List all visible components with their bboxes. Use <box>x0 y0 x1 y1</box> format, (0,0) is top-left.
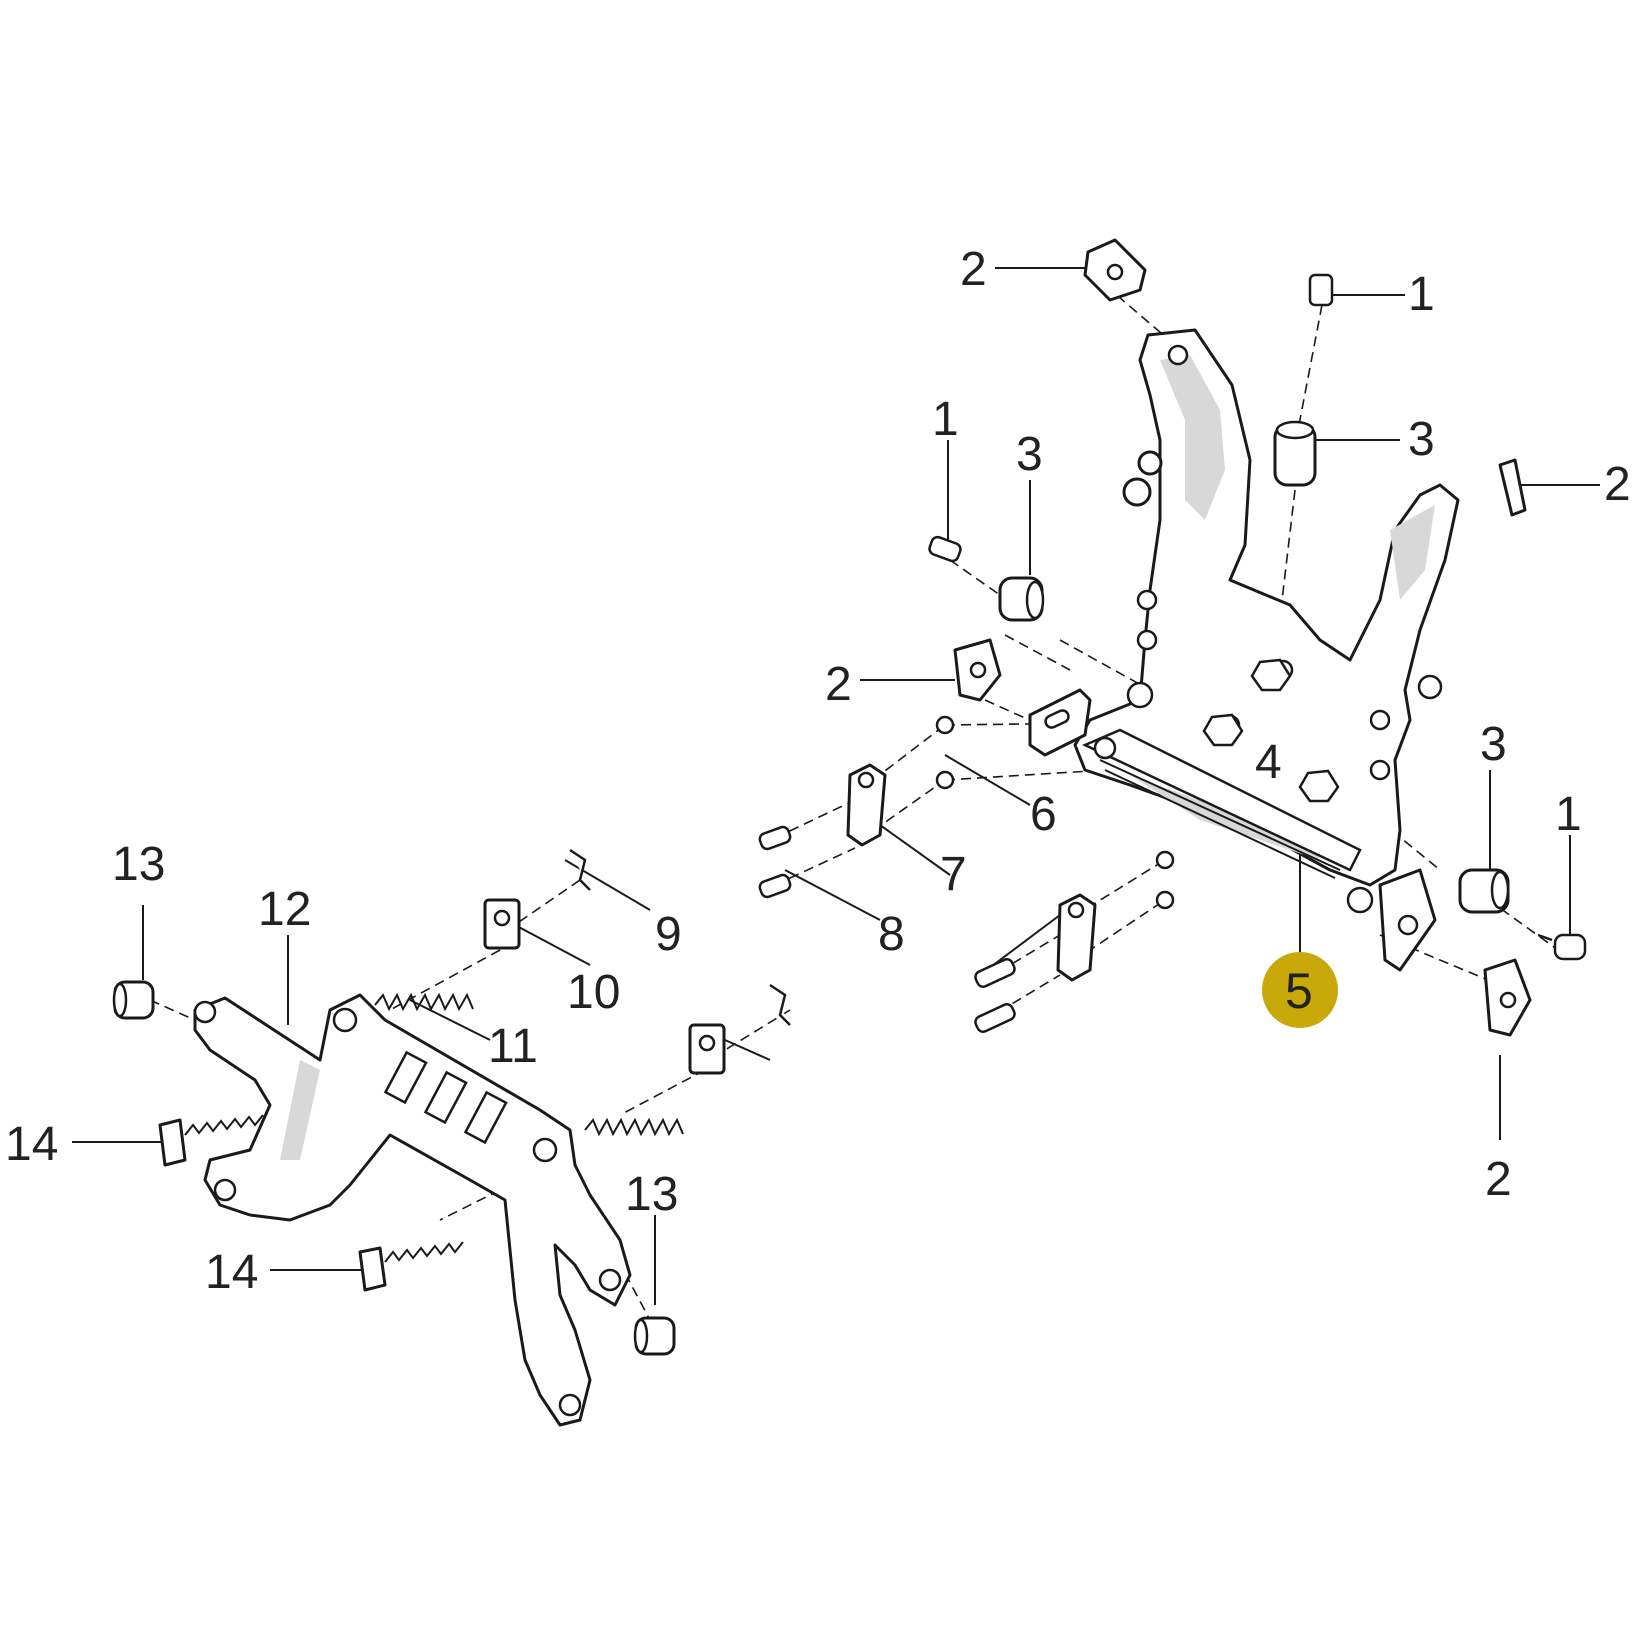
callout-10: 10 <box>567 966 620 1019</box>
clip-part-9 <box>569 848 791 1026</box>
callout-2-right: 2 <box>1604 458 1631 511</box>
callout-13-top: 13 <box>112 838 165 891</box>
main-frame-part <box>1028 328 1460 972</box>
callout-2-top: 2 <box>960 243 987 296</box>
highlight-marker <box>1262 952 1338 1028</box>
grommet-part-3 <box>998 420 1510 914</box>
lower-frame-part <box>193 993 632 1427</box>
callout-5: 5 <box>1285 963 1313 1019</box>
callout-2-mid: 2 <box>825 658 852 711</box>
callout-13-bottom: 13 <box>625 1168 678 1221</box>
nut-clip-part-10 <box>483 898 726 1075</box>
callout-1-top: 1 <box>1408 268 1435 321</box>
nut-part-4 <box>1202 658 1340 803</box>
callout-9: 9 <box>655 908 682 961</box>
callout-6: 6 <box>1030 788 1057 841</box>
bolt-part-1 <box>928 273 1587 961</box>
callout-8: 8 <box>878 908 905 961</box>
callout-4: 4 <box>1255 736 1282 789</box>
callout-3-top: 3 <box>1016 428 1043 481</box>
bracket-part-7 <box>846 763 1097 982</box>
callout-2-bottom: 2 <box>1485 1153 1512 1206</box>
callout-14-bottom: 14 <box>205 1246 258 1299</box>
callout-1-right: 1 <box>1555 788 1582 841</box>
clip-part-2 <box>953 238 1532 1037</box>
callout-7: 7 <box>940 848 967 901</box>
screw-part-8 <box>758 825 1016 1033</box>
callout-3-right: 3 <box>1480 718 1507 771</box>
callout-labels: 2 1 1 3 3 2 2 4 3 1 6 7 8 5 2 9 10 11 12… <box>5 243 1631 1299</box>
callout-1-left: 1 <box>932 393 959 446</box>
callout-12: 12 <box>258 883 311 936</box>
spring-part-11 <box>374 992 684 1137</box>
callout-3-left: 3 <box>1408 413 1435 466</box>
callout-11: 11 <box>488 1020 538 1073</box>
bushing-part-13 <box>112 980 676 1356</box>
callout-14-top: 14 <box>5 1118 58 1171</box>
screw-part-14 <box>158 1114 464 1292</box>
bushing-part-6 <box>935 715 1175 910</box>
